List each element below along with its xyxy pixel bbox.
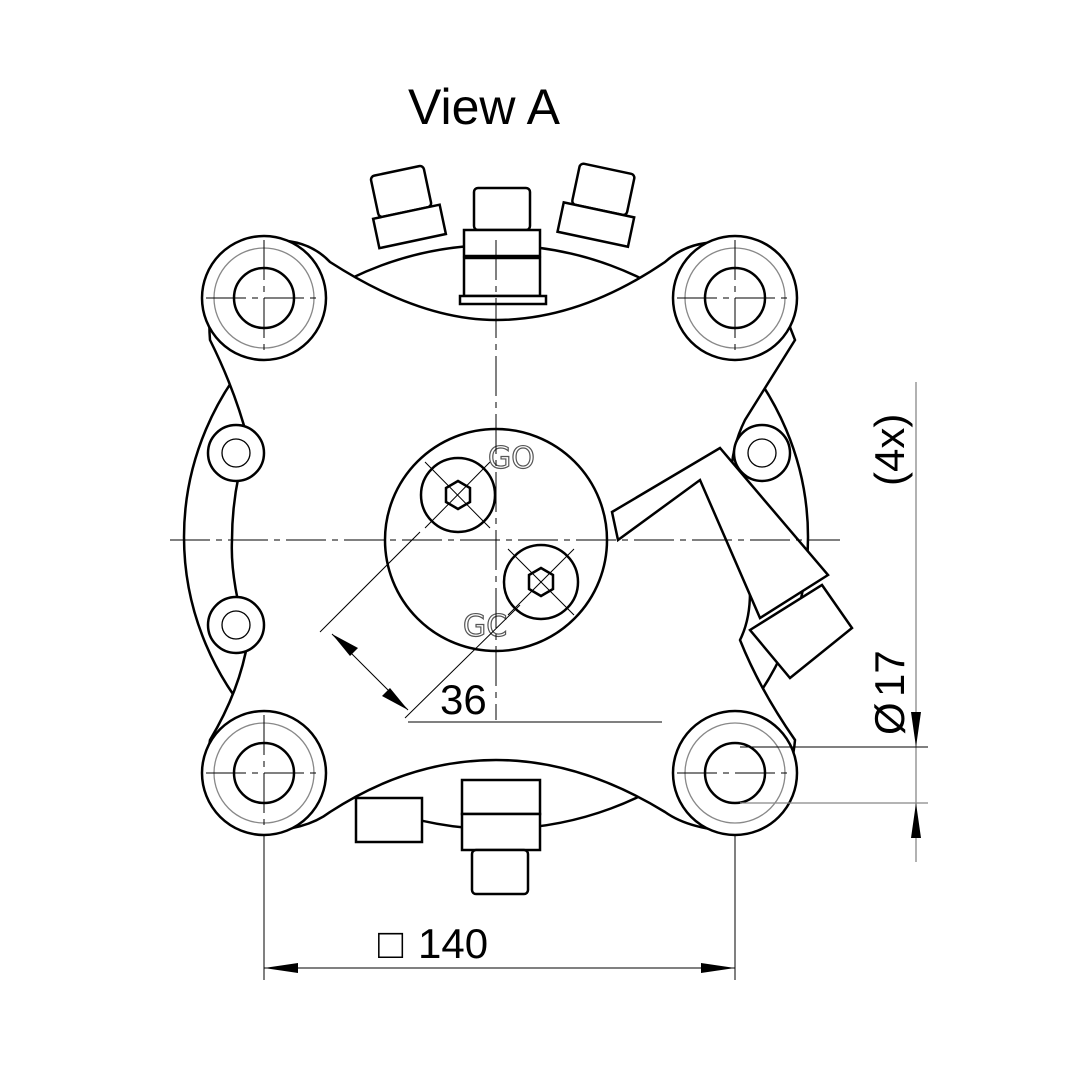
bottom-fittings — [354, 778, 542, 896]
label-go: GO — [488, 441, 535, 476]
screw-gc — [502, 543, 580, 621]
top-fittings — [369, 162, 636, 306]
square-symbol: □ — [378, 920, 404, 967]
dimension-17: Ø 17 (4x) — [740, 382, 928, 862]
side-boss — [732, 423, 792, 483]
compressor-body: GO GC — [182, 162, 854, 896]
dimension-140: □ 140 — [263, 835, 736, 980]
dimension-36: 36 — [319, 531, 662, 723]
hole-count: (4x) — [866, 414, 913, 486]
electrical-connector — [610, 446, 854, 680]
label-gc: GC — [463, 609, 507, 644]
screw-go — [419, 456, 497, 534]
center-lines — [170, 240, 840, 831]
dimension-value-17: 17 — [866, 650, 913, 697]
dimension-value-36: 36 — [440, 676, 487, 723]
side-boss — [206, 423, 266, 483]
view-title: View A — [408, 79, 561, 135]
side-boss — [206, 595, 266, 655]
dimension-value-140: 140 — [418, 920, 488, 967]
diameter-symbol: Ø — [866, 702, 913, 735]
